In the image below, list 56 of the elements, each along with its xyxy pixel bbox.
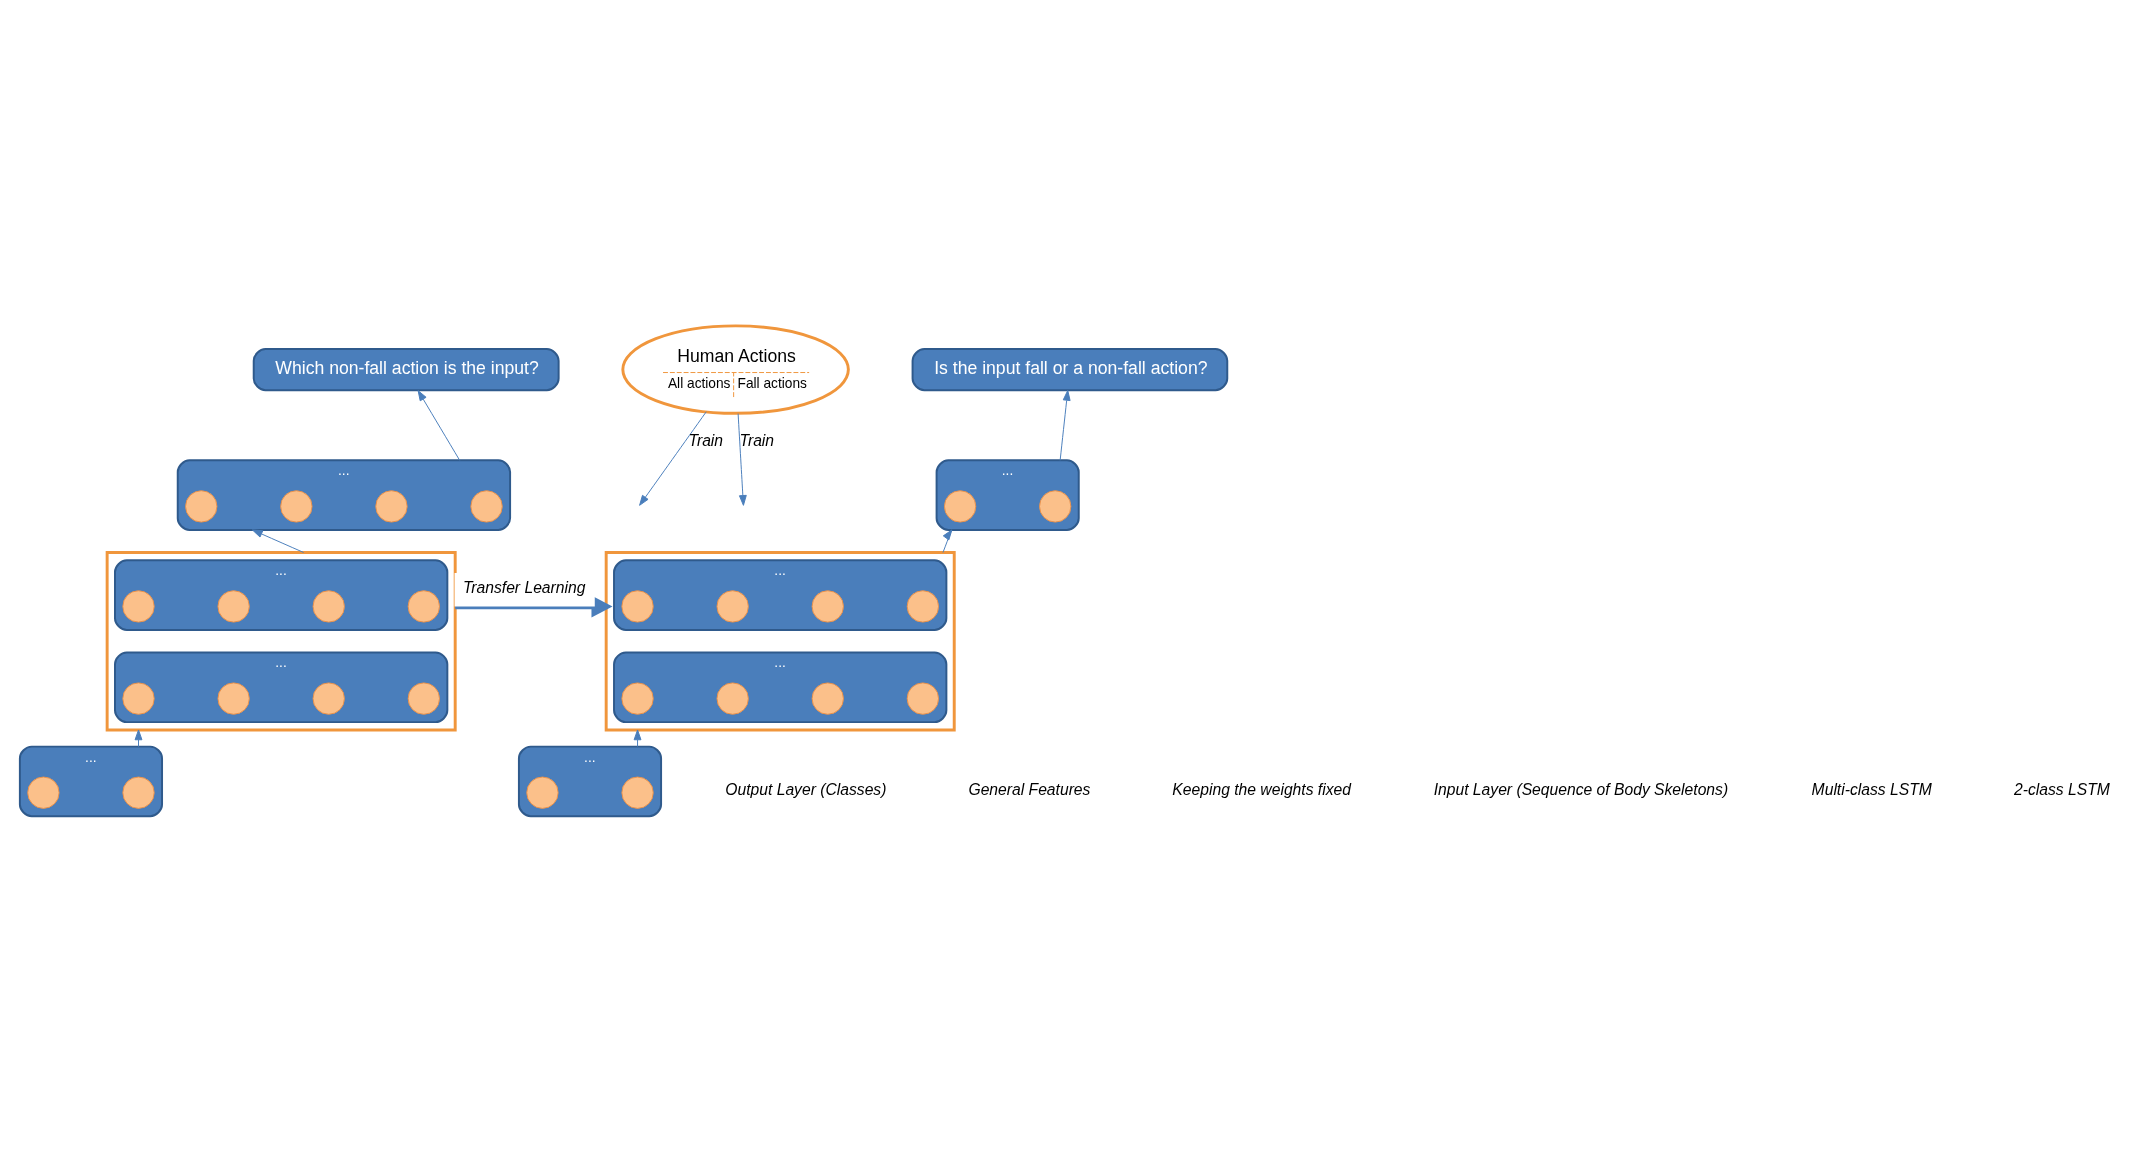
node-circle [217,681,250,715]
node-circle [312,681,345,715]
node-circle [716,589,749,623]
node-circle [811,681,844,715]
arrow [134,728,143,747]
label: Output Layer (Classes) [725,780,887,798]
node-circle [621,589,654,623]
node-circle [1039,489,1072,523]
node-box: Which non-fall action is the input? [252,347,560,391]
node-circle [27,776,60,809]
node-circle [470,489,503,523]
node-circle [375,489,408,523]
cluster: ... [935,458,1080,531]
arrow [1059,389,1071,461]
node-circle [280,489,313,523]
node-circle [906,681,940,715]
node-circle [185,489,218,523]
node-circle [407,681,440,715]
arrow [251,528,305,553]
arrow [633,728,642,747]
cluster: ... [114,558,449,631]
node-box: Is the input fall or a non-fall action? [911,347,1229,391]
edge-label: Train [688,431,724,449]
cluster: ... [613,651,948,723]
node-ellipse: Human Actions All actions Fall actions [621,323,850,415]
node-circle [312,589,345,623]
arrow [737,412,747,506]
edge-label: Transfer Learning [462,578,586,595]
label: 2-class LSTM [2014,780,2110,798]
arrow [942,528,953,553]
node-circle [122,776,155,809]
label: Input Layer (Sequence of Body Skeletons) [1433,780,1729,798]
node-circle [906,589,940,623]
cluster: ... [517,745,663,817]
cluster: ... [613,558,948,631]
node-circle [217,589,250,623]
node-circle [716,681,749,715]
node-circle [526,776,559,809]
label: General Features [968,780,1091,798]
node-circle [943,489,977,523]
cluster [105,550,457,731]
node-circle [811,589,844,623]
cluster: ... [114,651,449,723]
node-circle [122,589,155,623]
node-circle [122,681,155,715]
node-circle [621,776,654,809]
edge-label: Train [739,431,775,449]
cluster: ... [176,458,512,531]
arrow [417,389,461,461]
label: Keeping the weights fixed [1172,780,1351,798]
cluster: ... [18,745,163,817]
node-circle [621,681,654,715]
cluster [604,550,956,731]
label: Multi-class LSTM [1811,780,1932,798]
arrow [639,410,707,506]
node-circle [407,589,440,623]
